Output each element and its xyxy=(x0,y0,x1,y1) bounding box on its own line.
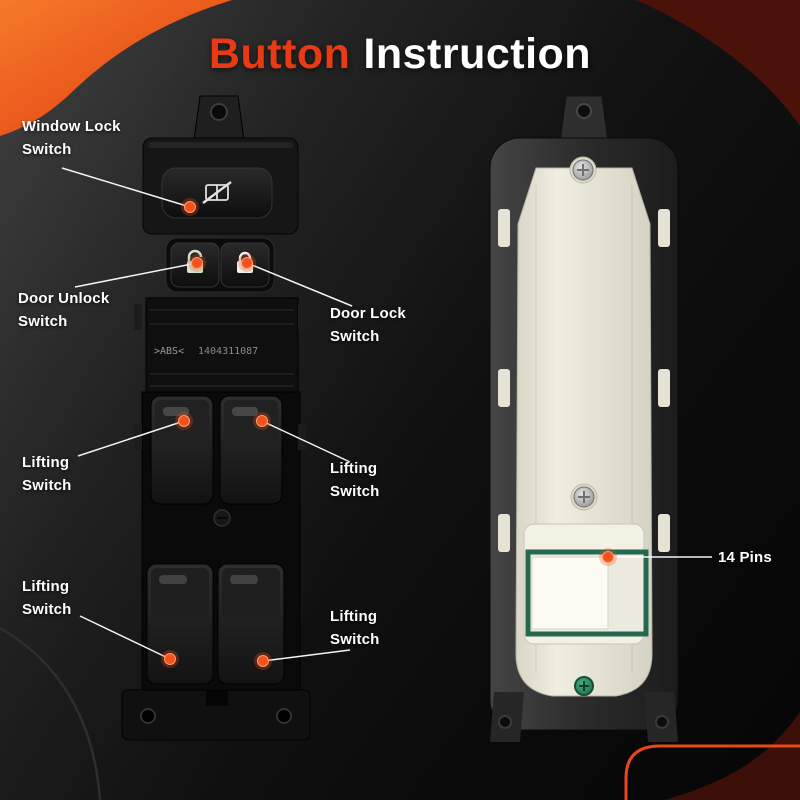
dot-lifting-upper-left xyxy=(178,415,190,427)
back-foot-hole-right xyxy=(655,715,669,729)
front-flange-hole-left xyxy=(140,708,156,724)
maroon-corner-top-right xyxy=(636,0,800,126)
switch-slot xyxy=(232,407,258,416)
switch-slot xyxy=(163,407,189,416)
annotation-dots xyxy=(161,198,617,670)
dot-lifting-upper-right xyxy=(256,415,268,427)
dot-door-lock xyxy=(241,257,253,269)
leader-door-lock xyxy=(246,262,353,307)
screw-cross xyxy=(577,164,589,176)
orange-swoosh xyxy=(0,0,232,136)
screw-cross xyxy=(578,491,590,503)
window-lock-icon xyxy=(202,181,232,204)
label-lifting-switch-upper-left: Lifting Switch xyxy=(22,454,72,494)
label-door-lock-switch: Door Lock Switch xyxy=(330,305,406,345)
gray-arc-bottom-left xyxy=(0,626,102,800)
switch-back-view xyxy=(489,95,679,742)
back-foot-hole-left xyxy=(498,715,512,729)
leader-window-lock xyxy=(61,167,191,208)
leader-lifting-upper-left xyxy=(77,420,185,457)
molded-abs-text: >ABS< xyxy=(154,346,184,357)
molded-serial-text: 1404311087 xyxy=(198,346,258,357)
housing-highlight xyxy=(148,142,293,148)
dot-lifting-lower-left xyxy=(164,653,176,665)
label-window-lock-switch: Window Lock Switch xyxy=(22,118,121,158)
switch-front-view: >ABS< 1404311087 xyxy=(121,95,311,741)
label-door-unlock-switch: Door Unlock Switch xyxy=(18,290,110,330)
label-lifting-switch-lower-right: Lifting Switch xyxy=(330,608,380,648)
connector-slot xyxy=(531,556,609,630)
label-lifting-switch-lower-left: Lifting Switch xyxy=(22,578,72,618)
dot-lifting-lower-right xyxy=(257,655,269,667)
switch-slot xyxy=(230,575,258,584)
switch-slot xyxy=(159,575,187,584)
leader-door-unlock xyxy=(74,262,198,288)
label-14-pins: 14 Pins xyxy=(718,549,772,566)
label-lifting-switch-upper-right: Lifting Switch xyxy=(330,460,380,500)
orange-line-bottom-right xyxy=(624,744,800,800)
flange-notch xyxy=(206,690,228,706)
leader-lifting-lower-left xyxy=(79,615,171,660)
leader-lifting-upper-right xyxy=(261,420,351,463)
front-flange-hole-right xyxy=(276,708,292,724)
back-mount-hole xyxy=(576,103,592,119)
mid-panel-ridges xyxy=(150,309,294,387)
side-clips xyxy=(134,304,306,450)
dot-14-pins xyxy=(602,551,614,563)
front-mount-hole xyxy=(210,103,228,121)
title-rest: Instruction xyxy=(363,30,592,78)
green-screw-cross xyxy=(579,681,589,691)
cream-side-tabs xyxy=(498,209,670,552)
dot-window-lock xyxy=(184,201,196,213)
front-mid-panel xyxy=(145,297,299,393)
title-highlight: Button xyxy=(208,30,351,78)
leader-lifting-lower-right xyxy=(262,649,351,662)
maroon-corner-bottom-right xyxy=(664,712,800,800)
dot-door-unlock xyxy=(191,257,203,269)
